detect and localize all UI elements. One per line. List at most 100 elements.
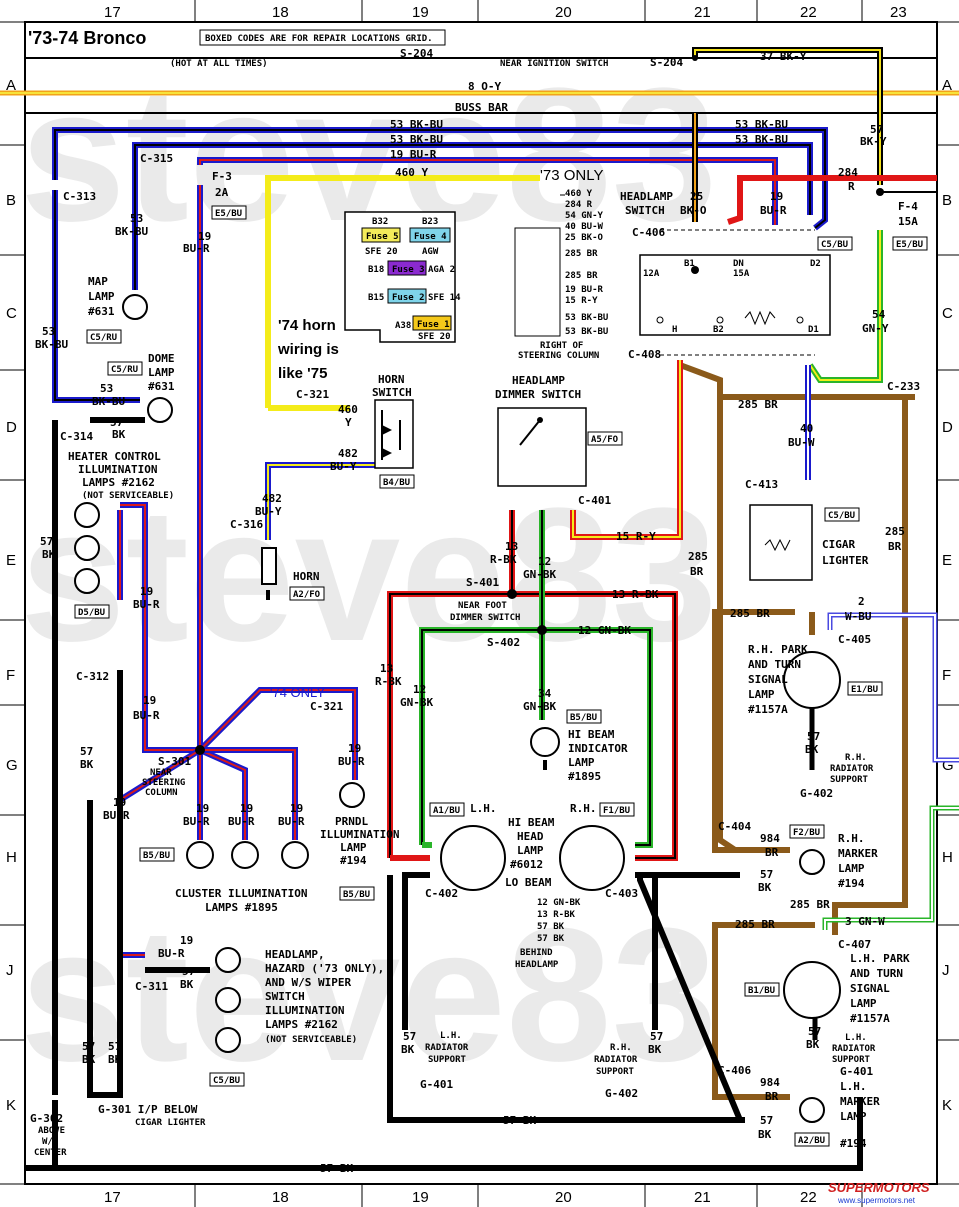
svg-text:C-313: C-313: [63, 190, 96, 203]
svg-text:19 BU-R: 19 BU-R: [390, 148, 437, 161]
svg-text:L.H.: L.H.: [840, 1080, 867, 1093]
svg-text:C-405: C-405: [838, 633, 871, 646]
col-18-top: 18: [272, 4, 289, 21]
svg-text:E5/BU: E5/BU: [896, 240, 923, 250]
supermotors-logo: SUPERMOTORS www.supermotors.net: [828, 1180, 930, 1205]
col-17-top: 17: [104, 4, 121, 21]
svg-text:53: 53: [42, 325, 55, 338]
svg-text:HAZARD ('73 ONLY),: HAZARD ('73 ONLY),: [265, 962, 384, 975]
svg-text:B23: B23: [422, 217, 438, 227]
svg-text:19: 19: [770, 190, 783, 203]
svg-text:RADIATOR: RADIATOR: [425, 1043, 469, 1053]
wires: [0, 47, 959, 1171]
svg-text:RADIATOR: RADIATOR: [830, 764, 874, 774]
lh-marker-lamp-icon: [799, 1097, 825, 1123]
labels-headlamp-switch: HEADLAMP SWITCH 25 BK-O 19 BU-R C-406 C5…: [620, 190, 920, 393]
svg-text:MAP: MAP: [88, 275, 108, 288]
svg-text:STEERING: STEERING: [142, 778, 185, 788]
svg-text:R.H.: R.H.: [838, 832, 865, 845]
steering-column-connector: [514, 194, 565, 337]
svg-text:LAMP: LAMP: [850, 997, 877, 1010]
svg-text:NEAR: NEAR: [150, 768, 172, 778]
svg-text:C-311: C-311: [135, 980, 168, 993]
column-labels: 17 18 19 20 21 22 23 17 18 19 20 21 22: [104, 4, 907, 1206]
svg-text:B32: B32: [372, 217, 388, 227]
svg-text:L.H.: L.H.: [440, 1031, 462, 1041]
labels-hazard: 19 BU-R 57 BK C-311 HEADLAMP, HAZARD ('7…: [135, 934, 384, 1086]
svg-text:57: 57: [108, 1040, 121, 1053]
svg-text:S-402: S-402: [487, 636, 520, 649]
svg-text:BU-R: BU-R: [278, 815, 305, 828]
svg-text:460 Y: 460 Y: [565, 189, 593, 199]
svg-text:C-406: C-406: [632, 226, 665, 239]
svg-text:D2: D2: [810, 259, 821, 269]
svg-text:SUPPORT: SUPPORT: [830, 775, 869, 785]
svg-text:SWITCH: SWITCH: [625, 204, 665, 217]
svg-text:C-407: C-407: [838, 938, 871, 951]
svg-text:J: J: [6, 962, 14, 979]
svg-text:E5/BU: E5/BU: [215, 209, 242, 219]
svg-text:R.H. PARK: R.H. PARK: [748, 643, 808, 656]
svg-text:BU-R: BU-R: [338, 755, 365, 768]
svg-text:A2/BU: A2/BU: [798, 1136, 825, 1146]
svg-text:#1895: #1895: [568, 770, 601, 783]
svg-text:PRNDL: PRNDL: [335, 815, 368, 828]
diagram-title: '73-74 Bronco: [28, 28, 146, 48]
svg-text:A5/FO: A5/FO: [591, 435, 619, 445]
svg-text:G-402: G-402: [800, 787, 833, 800]
svg-text:#1157A: #1157A: [748, 703, 788, 716]
svg-text:984: 984: [760, 1076, 780, 1089]
svg-text:E: E: [942, 552, 952, 569]
svg-text:284 R: 284 R: [565, 200, 593, 210]
svg-text:A: A: [6, 77, 16, 94]
svg-text:G-401: G-401: [420, 1078, 453, 1091]
prndl-lamp-icon: [339, 782, 365, 808]
svg-text:LAMP: LAMP: [148, 366, 175, 379]
svg-text:SFE 20: SFE 20: [365, 247, 398, 257]
svg-text:57: 57: [40, 535, 53, 548]
svg-text:57: 57: [760, 1114, 773, 1127]
svg-text:NEAR FOOT: NEAR FOOT: [458, 601, 507, 611]
svg-text:GN-Y: GN-Y: [862, 322, 889, 335]
svg-text:#194: #194: [838, 877, 865, 890]
svg-text:19: 19: [290, 802, 303, 815]
svg-text:HI BEAM: HI BEAM: [568, 728, 615, 741]
svg-text:#194: #194: [340, 854, 367, 867]
svg-text:G-402: G-402: [605, 1087, 638, 1100]
svg-text:57: 57: [182, 965, 195, 978]
cluster-lamp-1-icon: [186, 841, 214, 869]
svg-text:L.H.: L.H.: [470, 802, 497, 815]
hazard-lamp-2-icon: [215, 987, 241, 1013]
svg-text:(NOT SERVICEABLE): (NOT SERVICEABLE): [82, 491, 174, 501]
svg-text:12 GN-BK: 12 GN-BK: [537, 898, 581, 908]
svg-text:S-204: S-204: [650, 56, 683, 69]
dome-lamp-icon: [147, 397, 173, 423]
svg-text:R: R: [848, 180, 855, 193]
svg-text:LIGHTER: LIGHTER: [822, 554, 869, 567]
svg-text:SIGNAL: SIGNAL: [748, 673, 788, 686]
svg-text:C: C: [6, 305, 17, 322]
svg-text:285: 285: [688, 550, 708, 563]
svg-text:G: G: [942, 757, 954, 774]
svg-text:BK-BU: BK-BU: [92, 395, 125, 408]
svg-text:BK: BK: [180, 978, 194, 991]
svg-text:B18: B18: [368, 265, 384, 275]
svg-text:BU-R: BU-R: [183, 242, 210, 255]
svg-text:Y: Y: [345, 416, 352, 429]
heater-lamp-3-icon: [74, 568, 100, 594]
col-20-bottom: 20: [555, 1189, 572, 1206]
svg-text:B5/BU: B5/BU: [143, 851, 170, 861]
svg-text:460: 460: [338, 403, 358, 416]
svg-text:SUPERMOTORS: SUPERMOTORS: [828, 1180, 930, 1195]
lh-headlamp-icon: [440, 825, 506, 891]
svg-text:#194: #194: [840, 1137, 867, 1150]
svg-text:S-401: S-401: [466, 576, 499, 589]
svg-text:R.H.: R.H.: [570, 802, 597, 815]
svg-text:BK: BK: [80, 758, 94, 771]
labels-right: 40 BU-W C-413 C5/BU CIGAR LIGHTER 285 BR…: [688, 398, 910, 1150]
svg-text:(NOT SERVICEABLE): (NOT SERVICEABLE): [265, 1035, 357, 1045]
svg-text:LAMP: LAMP: [748, 688, 775, 701]
svg-text:SFE 20: SFE 20: [418, 332, 451, 342]
svg-text:13: 13: [380, 662, 393, 675]
svg-text:B5/BU: B5/BU: [570, 713, 597, 723]
